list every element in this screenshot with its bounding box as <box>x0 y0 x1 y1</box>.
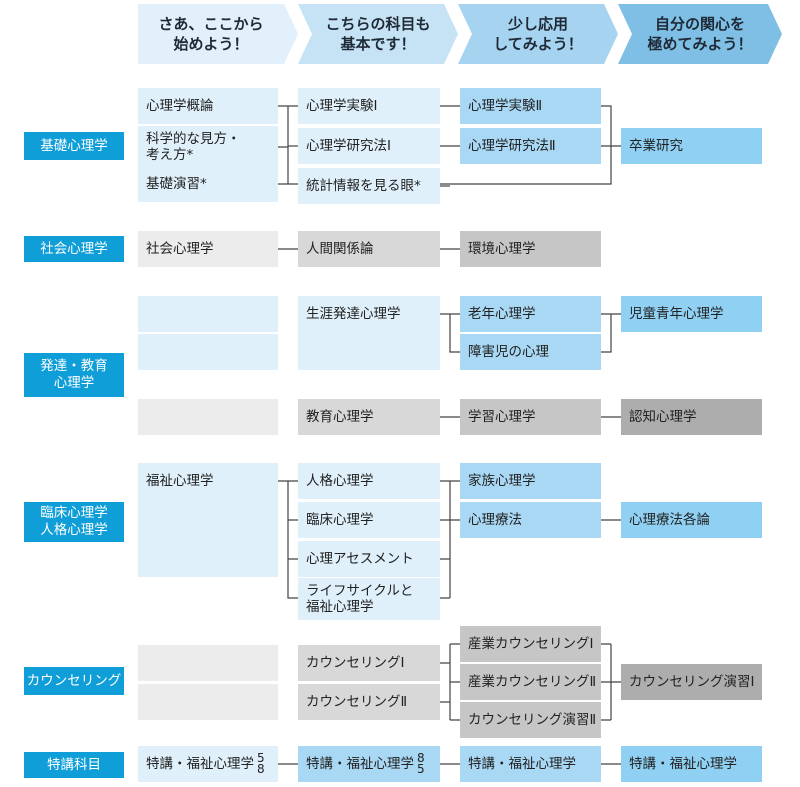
header-stage-2: こちらの科目も 基本です！ <box>298 4 458 64</box>
course-box-empty <box>138 684 278 720</box>
course-box-empty <box>138 645 278 681</box>
course-box: 生涯発達心理学 <box>298 296 440 370</box>
fraction-top: 5 <box>257 751 265 765</box>
connector <box>278 480 298 599</box>
fraction-bottom: 8 <box>257 762 265 776</box>
course-box: 特講・福祉心理学 <box>621 746 762 782</box>
course-box: カウンセリングⅠ <box>298 645 440 681</box>
fraction-mark: 8 5 <box>417 751 425 776</box>
header-stage-4: 自分の関心を 極めてみよう！ <box>618 4 782 64</box>
course-box-empty <box>138 399 278 435</box>
header-stage-1: さあ、ここから 始めよう！ <box>138 4 298 64</box>
course-box: 特講・福祉心理学 8 5 <box>298 746 440 782</box>
course-box: 学習心理学 <box>460 399 601 435</box>
category-tokko: 特講科目 <box>24 752 124 778</box>
course-box: ライフサイクルと 福祉心理学 <box>298 578 440 620</box>
course-box: 環境心理学 <box>460 231 601 267</box>
category-shakai: 社会心理学 <box>24 236 124 262</box>
header-stage-3: 少し応用 してみよう！ <box>458 4 618 64</box>
course-box: 児童青年心理学 <box>621 296 762 332</box>
course-box: 心理療法各論 <box>621 502 762 538</box>
course-box: 心理学概論 <box>138 88 278 124</box>
course-box: 社会心理学 <box>138 231 278 267</box>
course-box: 家族心理学 <box>460 463 601 499</box>
category-counseling: カウンセリング <box>24 667 124 695</box>
course-label: 特講・福祉心理学 <box>146 756 254 772</box>
course-box: 心理学研究法Ⅱ <box>460 128 601 164</box>
connector <box>440 313 460 353</box>
course-box: 心理学実験Ⅰ <box>298 88 440 124</box>
course-box: カウンセリング演習Ⅰ <box>621 664 762 700</box>
fraction-top: 8 <box>417 751 425 765</box>
fraction-mark: 5 8 <box>257 751 265 776</box>
course-box: 老年心理学 <box>460 296 601 332</box>
course-box: 科学的な見方・ 考え方* <box>138 126 278 168</box>
course-box-empty <box>138 296 278 332</box>
course-box: 統計情報を見る眼* <box>298 168 440 204</box>
connector <box>601 313 621 353</box>
category-kiso: 基礎心理学 <box>24 132 124 160</box>
course-box: 教育心理学 <box>298 399 440 435</box>
course-box: カウンセリングⅡ <box>298 684 440 720</box>
course-box: 特講・福祉心理学 5 8 <box>138 746 278 782</box>
connector <box>440 643 460 721</box>
course-box: 心理学実験Ⅱ <box>460 88 601 124</box>
connector <box>440 105 460 147</box>
course-box: 障害児の心理 <box>460 334 601 370</box>
category-hattatsu: 発達・教育 心理学 <box>24 353 124 397</box>
course-box: 人格心理学 <box>298 463 440 499</box>
course-label: 特講・福祉心理学 <box>306 756 414 772</box>
connector <box>601 643 621 721</box>
connector <box>288 105 298 185</box>
course-box: 心理学研究法Ⅰ <box>298 128 440 164</box>
course-box: 心理アセスメント <box>298 541 440 577</box>
course-box: 心理療法 <box>460 502 601 538</box>
fraction-bottom: 5 <box>417 762 425 776</box>
connector <box>278 105 289 185</box>
course-box: 認知心理学 <box>621 399 762 435</box>
course-box: 人間関係論 <box>298 231 440 267</box>
course-box: カウンセリング演習Ⅱ <box>460 702 601 738</box>
connector <box>440 480 451 599</box>
course-box-empty <box>138 334 278 370</box>
course-box: 特講・福祉心理学 <box>460 746 601 782</box>
course-box: 基礎演習* <box>138 166 278 202</box>
course-box: 臨床心理学 <box>298 502 440 538</box>
connector <box>450 480 460 521</box>
category-rinsho: 臨床心理学 人格心理学 <box>24 502 124 542</box>
course-box: 卒業研究 <box>621 128 762 164</box>
course-box: 産業カウンセリングⅡ <box>460 664 601 700</box>
course-box: 福祉心理学 <box>138 463 278 577</box>
course-box: 産業カウンセリングⅠ <box>460 626 601 662</box>
